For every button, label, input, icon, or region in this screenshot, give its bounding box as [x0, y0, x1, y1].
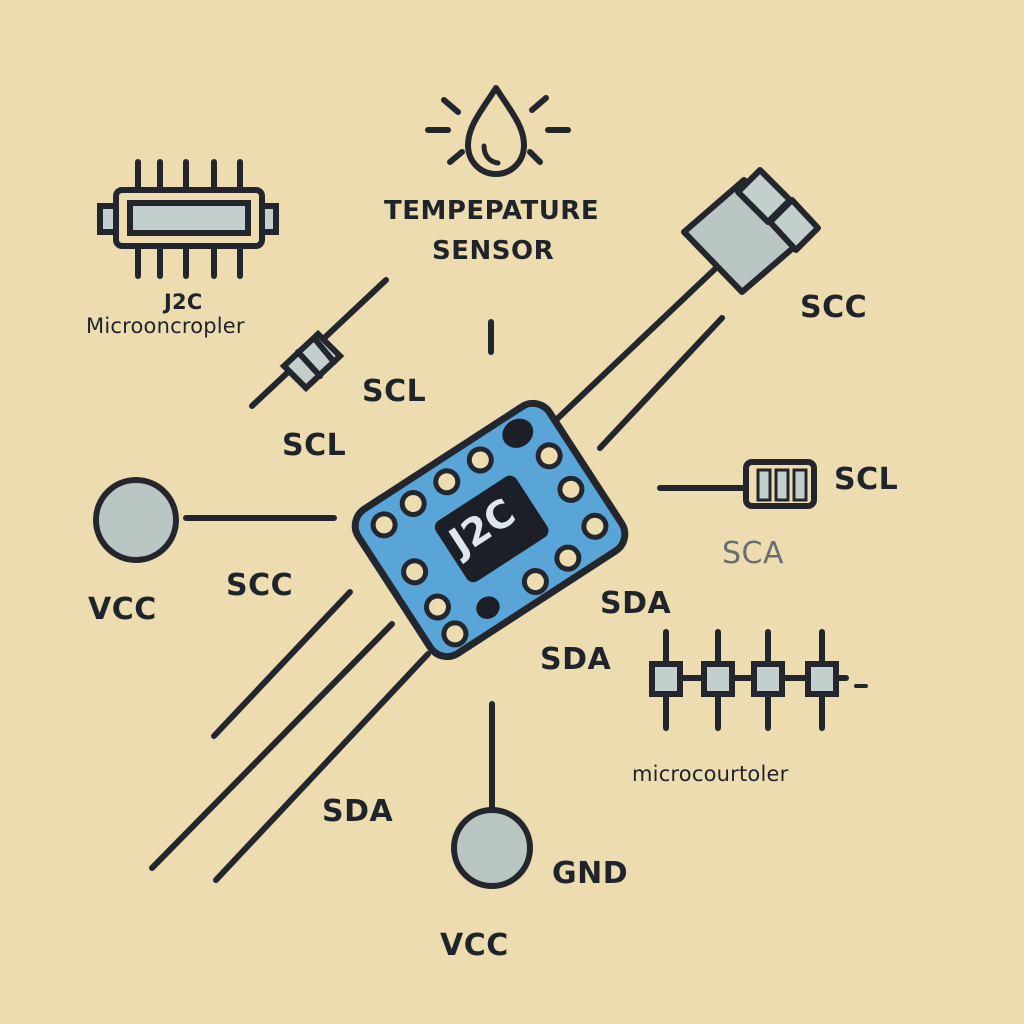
left-ic-icon	[97, 159, 279, 279]
label-scl-right: SCL	[834, 462, 899, 497]
plug-icon	[553, 167, 821, 451]
water-drop-icon	[425, 85, 571, 177]
label-scl-upper: SCL	[362, 374, 427, 409]
label-sda-chip: SDA	[600, 586, 672, 621]
right-ic-icon	[649, 629, 868, 731]
label-vcc-bottom: VCC	[440, 928, 509, 963]
label-sda-bottom-left: SDA	[322, 794, 394, 829]
left-ic-label-bottom: Microoncropler	[86, 314, 245, 338]
label-scc-top-right: SCC	[800, 290, 868, 325]
label-gnd: GND	[552, 856, 629, 891]
title-line-2: SENSOR	[432, 236, 555, 266]
right-ic-label: microcourtoler	[632, 762, 789, 786]
label-sca-right: SCA	[722, 536, 785, 571]
vcc-left-terminal	[93, 477, 337, 563]
resistor-icon	[249, 277, 389, 409]
gnd-terminal	[451, 701, 533, 889]
label-sda-chip-lower: SDA	[540, 642, 612, 677]
lower-left-wires	[149, 589, 431, 883]
title-line-1: TEMPEPATURE	[384, 196, 600, 226]
label-scl-left: SCL	[282, 428, 347, 463]
left-ic-label-top: J2C	[164, 290, 203, 314]
i2c-board	[351, 399, 629, 661]
right-connector	[657, 459, 817, 509]
label-scc-left: SCC	[226, 568, 294, 603]
label-vcc-left: VCC	[88, 592, 157, 627]
